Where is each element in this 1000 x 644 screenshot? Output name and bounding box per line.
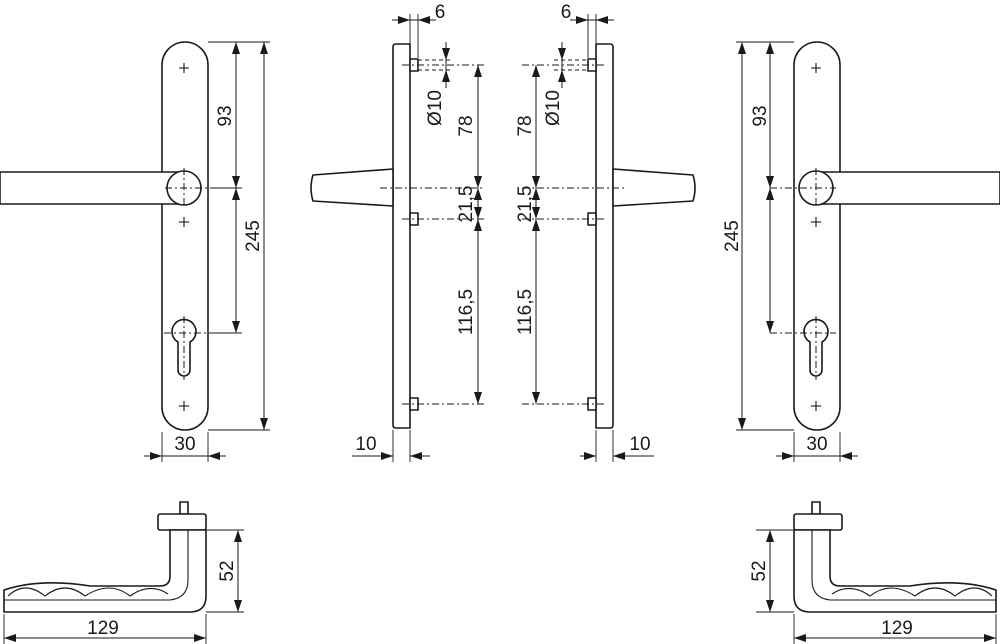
dim-93-right: 93 <box>750 105 771 126</box>
screw-mark-bottom-left <box>179 401 189 411</box>
dim-93-left: 93 <box>215 105 236 126</box>
screw-mark-mid-left <box>179 217 189 227</box>
dim-78-right: 78 <box>515 115 536 136</box>
dim-78-left: 78 <box>456 115 477 136</box>
dim-30-left: 30 <box>174 434 195 455</box>
side-lever-right <box>612 168 696 207</box>
dim-21-5-left: 21,5 <box>456 186 477 223</box>
side-plate-left <box>392 43 411 429</box>
dim-116-5-right: 116,5 <box>515 289 536 335</box>
handle-profile-left: 52 129 <box>3 501 244 644</box>
dim-6-left: 6 <box>435 2 446 23</box>
side-view-left: 6 Ø10 78 21,5 116,5 10 <box>310 2 484 462</box>
front-view-left: 93 245 30 <box>0 41 270 462</box>
handle-right <box>793 529 997 613</box>
screw-mark-top-left <box>179 63 189 73</box>
handle-profile-right: 52 129 <box>749 501 997 644</box>
dim-129-left: 129 <box>87 618 119 639</box>
dim-10-right: 10 <box>629 434 650 455</box>
dim-116-5-left: 116,5 <box>456 289 477 335</box>
dim-245-right: 245 <box>722 220 743 252</box>
dim-30-right: 30 <box>806 434 827 455</box>
dim-245-left: 245 <box>243 220 264 252</box>
front-view-right: 93 245 30 <box>722 41 1000 462</box>
dim-6-right: 6 <box>561 2 572 23</box>
dim-dia10-right: Ø10 <box>543 90 564 126</box>
side-lever-left <box>310 168 394 207</box>
dim-21-5-right: 21,5 <box>515 186 536 223</box>
dim-52-left: 52 <box>217 560 238 581</box>
dim-10-left: 10 <box>355 434 376 455</box>
handle-left <box>3 529 207 613</box>
side-view-right: 6 Ø10 78 21,5 116,5 10 <box>515 2 696 462</box>
dim-129-right: 129 <box>881 618 913 639</box>
dim-dia10-left: Ø10 <box>425 90 446 126</box>
dim-52-right: 52 <box>749 560 770 581</box>
side-plate-right <box>595 43 614 429</box>
